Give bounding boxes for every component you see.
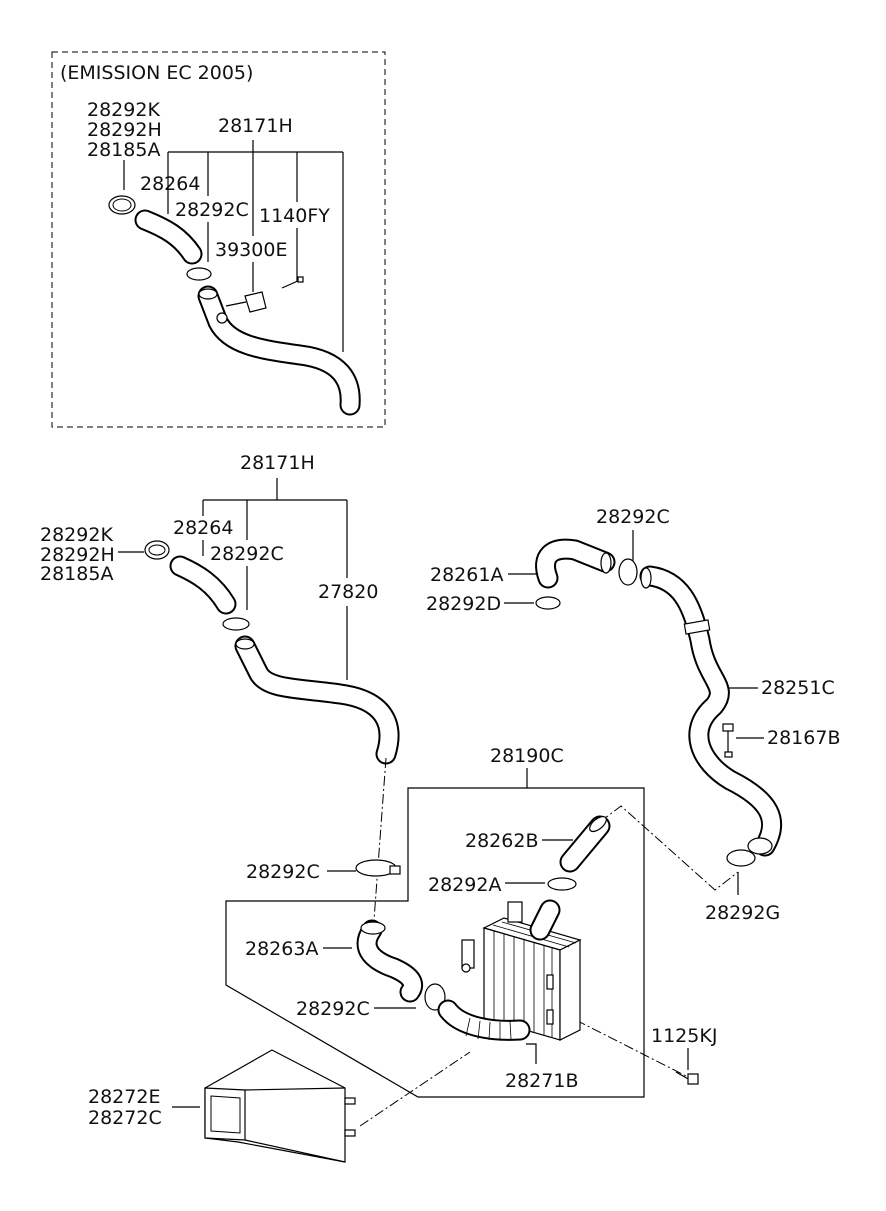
label-28292h: 28292H <box>40 544 115 566</box>
inset-leader-lines <box>123 140 344 352</box>
upper-left-group: 28171H 28292K 28292H 28185A 28264 28292C… <box>40 452 400 765</box>
hose-28264 <box>169 555 237 615</box>
upper-leader-lines <box>118 478 348 680</box>
alignment-lines <box>359 757 739 1127</box>
label-28185a: 28185A <box>40 563 113 585</box>
intercooler-inlet-neck <box>529 899 561 941</box>
right-group: 28292C 28261A 28292D 28251C 28167B <box>426 506 840 857</box>
inset-label-28292h: 28292H <box>87 119 162 141</box>
clamp-28292c-right <box>618 558 638 586</box>
label-28292a: 28292A <box>428 874 501 896</box>
intercooler-outlet-neck <box>437 999 531 1041</box>
pipe-28251c <box>639 565 783 857</box>
inset-pipe <box>197 285 361 416</box>
label-28292c-mid: 28292C <box>246 861 320 883</box>
label-28292c-lower: 28292C <box>296 998 370 1020</box>
label-28171h: 28171H <box>240 452 315 474</box>
bolt-28167b <box>722 723 734 758</box>
clamp-28292a <box>547 877 577 891</box>
clamp-28292g <box>726 849 756 867</box>
pipe-27820 <box>234 635 400 765</box>
inset-border <box>51 51 386 428</box>
inset-sensor-39300e <box>216 291 267 324</box>
inset-hose-28264 <box>134 209 203 265</box>
label-28292c-right: 28292C <box>596 506 670 528</box>
hose-28262b <box>559 815 611 873</box>
label-28292k: 28292K <box>40 524 113 546</box>
inset-label-28185a: 28185A <box>87 139 160 161</box>
inset-clamp-28292c <box>186 267 212 281</box>
inset-hose-clamp <box>108 195 136 215</box>
label-28272c: 28272C <box>88 1107 162 1129</box>
label-28272e: 28272E <box>88 1086 160 1108</box>
inset-label-28292k: 28292K <box>87 99 160 121</box>
clamp-28292c-mid <box>355 859 401 877</box>
label-28263a: 28263A <box>245 938 318 960</box>
clamp-28292c-upper <box>222 617 250 631</box>
inset-title: (EMISSION EC 2005) <box>60 62 253 84</box>
inset-emission-ec-2005: (EMISSION EC 2005) 28292K 28292H 28185A … <box>51 51 386 428</box>
inset-label-28292c: 28292C <box>175 199 249 221</box>
label-28271b: 28271B <box>505 1070 578 1092</box>
inset-label-28264: 28264 <box>140 173 200 195</box>
label-1125kj: 1125KJ <box>651 1025 717 1047</box>
inset-label-39300e: 39300E <box>215 239 287 261</box>
clamp-28292k <box>144 540 170 560</box>
inset-bolt-1140fy <box>281 276 304 289</box>
intercooler-group: 28190C 28262B 28292A 28292G 28292C 28263… <box>88 745 780 1163</box>
clamp-28292d <box>535 596 561 610</box>
hose-28261a <box>535 538 616 589</box>
label-28292g: 28292G <box>705 902 780 924</box>
label-28264: 28264 <box>173 517 233 539</box>
label-28167b: 28167B <box>767 727 840 749</box>
air-duct-28272e <box>204 1049 356 1163</box>
intercooler-28271b <box>461 901 582 1041</box>
hose-28263a <box>356 919 424 1003</box>
label-28292c-upper: 28292C <box>210 543 284 565</box>
group-28190c-boundary <box>225 787 645 1098</box>
label-27820: 27820 <box>318 581 378 603</box>
label-28190c: 28190C <box>490 745 564 767</box>
bolt-1125kj <box>675 1071 699 1085</box>
right-leader-lines <box>504 530 764 739</box>
label-28261a: 28261A <box>430 564 503 586</box>
lower-leader-lines <box>172 839 739 1108</box>
label-28262b: 28262B <box>465 830 538 852</box>
inset-label-28171h: 28171H <box>218 115 293 137</box>
inset-label-1140fy: 1140FY <box>259 205 330 227</box>
label-28251c: 28251C <box>761 677 835 699</box>
label-28292d: 28292D <box>426 593 501 615</box>
